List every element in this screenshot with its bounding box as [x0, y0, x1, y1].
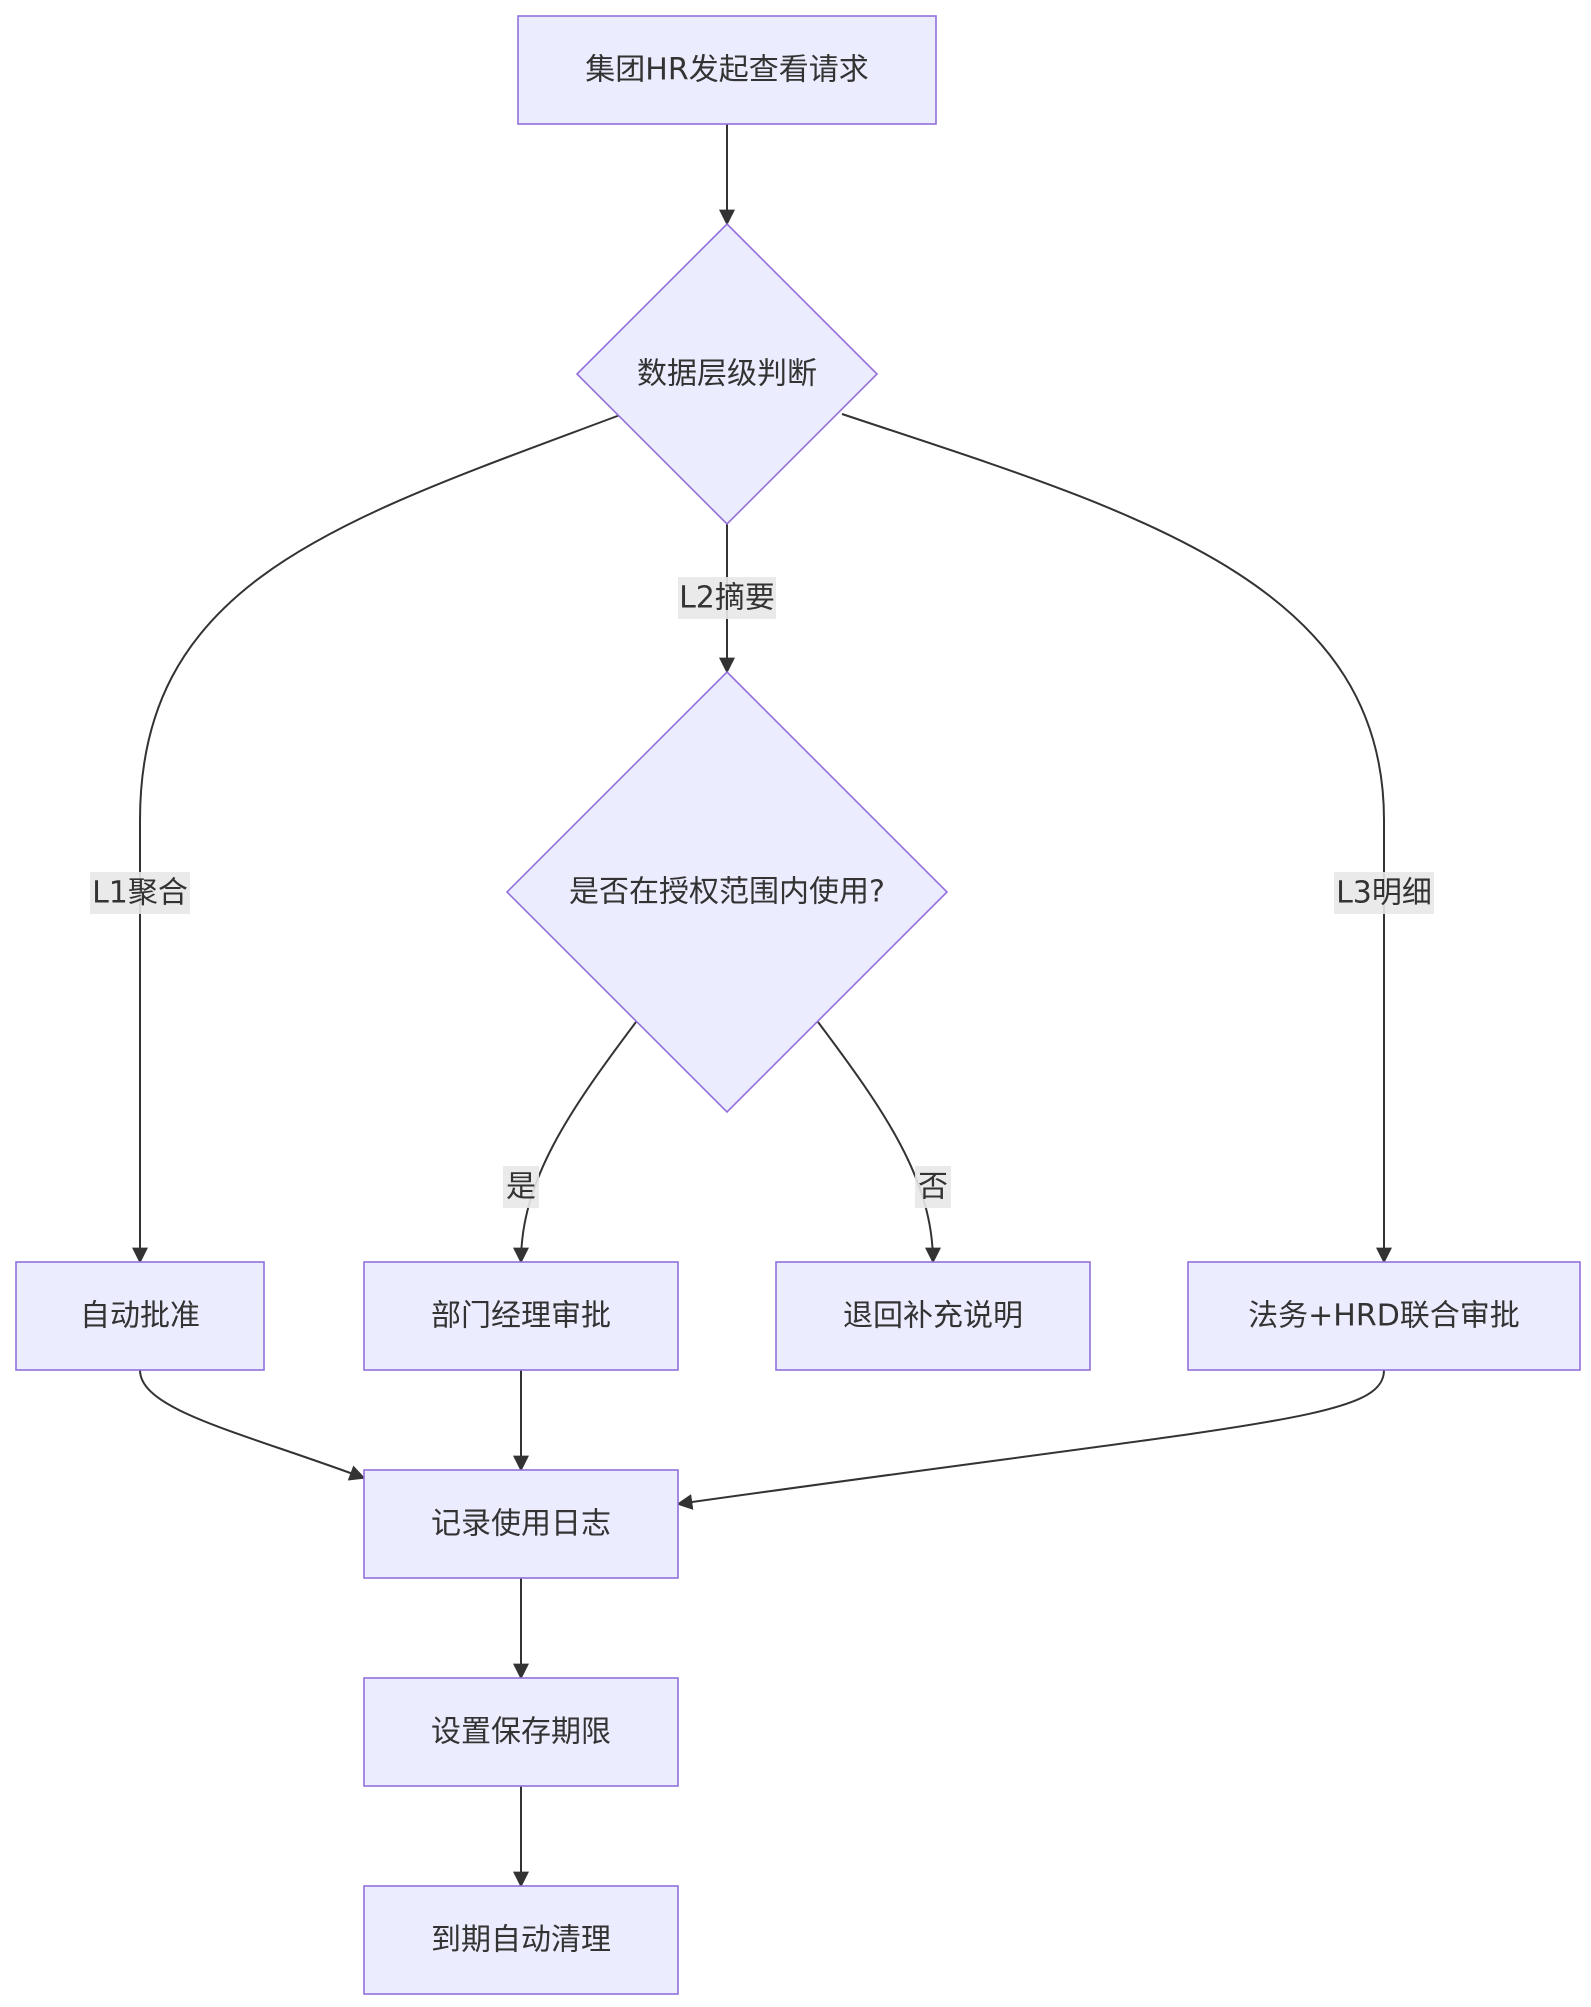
- node-dept-manager-approval: 部门经理审批: [363, 1261, 679, 1371]
- node-return-explain-label: 退回补充说明: [843, 1299, 1023, 1334]
- node-log-usage-label: 记录使用日志: [431, 1507, 611, 1542]
- node-log-usage: 记录使用日志: [363, 1469, 679, 1579]
- edge-level-to-legal-hrd: [841, 413, 1392, 1264]
- edge-label-no: 否: [915, 1166, 951, 1208]
- node-scope-decision-label: 是否在授权范围内使用?: [569, 875, 885, 910]
- node-start: 集团HR发起查看请求: [517, 15, 937, 125]
- edge-scope-to-return: [817, 1021, 941, 1264]
- edge-label-l1-text: L1聚合: [92, 876, 188, 911]
- node-auto-cleanup-label: 到期自动清理: [431, 1923, 611, 1958]
- edge-label-l2-text: L2摘要: [679, 581, 775, 616]
- edge-label-no-text: 否: [918, 1170, 948, 1205]
- edge-label-l2: L2摘要: [678, 577, 776, 619]
- edge-label-l1: L1聚合: [90, 872, 190, 914]
- edge-label-l3-text: L3明细: [1336, 876, 1432, 911]
- edges: [132, 124, 1392, 1888]
- node-dept-manager-approval-label: 部门经理审批: [431, 1299, 611, 1334]
- node-level-decision-label: 数据层级判断: [637, 357, 817, 392]
- edge-label-yes: 是: [503, 1166, 539, 1208]
- node-legal-hrd-approval: 法务+HRD联合审批: [1187, 1261, 1581, 1371]
- node-legal-hrd-approval-label: 法务+HRD联合审批: [1248, 1299, 1520, 1334]
- node-scope-decision: 是否在授权范围内使用?: [505, 670, 949, 1114]
- node-set-retention: 设置保存期限: [363, 1677, 679, 1787]
- node-auto-cleanup: 到期自动清理: [363, 1885, 679, 1995]
- node-set-retention-label: 设置保存期限: [431, 1715, 611, 1750]
- node-auto-approve-label: 自动批准: [80, 1299, 200, 1334]
- node-auto-approve: 自动批准: [15, 1261, 265, 1371]
- edge-auto-approve-to-log: [139, 1369, 366, 1481]
- node-level-decision: 数据层级判断: [575, 222, 879, 526]
- edge-legal-hrd-to-log: [676, 1369, 1385, 1510]
- node-start-label: 集团HR发起查看请求: [585, 53, 868, 88]
- edge-label-yes-text: 是: [506, 1170, 536, 1205]
- edge-scope-to-dept-manager: [513, 1021, 637, 1264]
- node-return-explain: 退回补充说明: [775, 1261, 1091, 1371]
- edge-label-l3: L3明细: [1334, 872, 1434, 914]
- edge-labels: L1聚合 L2摘要 L3明细 是 否: [90, 577, 1434, 1208]
- edge-level-to-auto-approve: [132, 414, 621, 1264]
- nodes: 集团HR发起查看请求 数据层级判断 是否在授权范围内使用? 自动批准 部门经理审…: [15, 15, 1581, 1995]
